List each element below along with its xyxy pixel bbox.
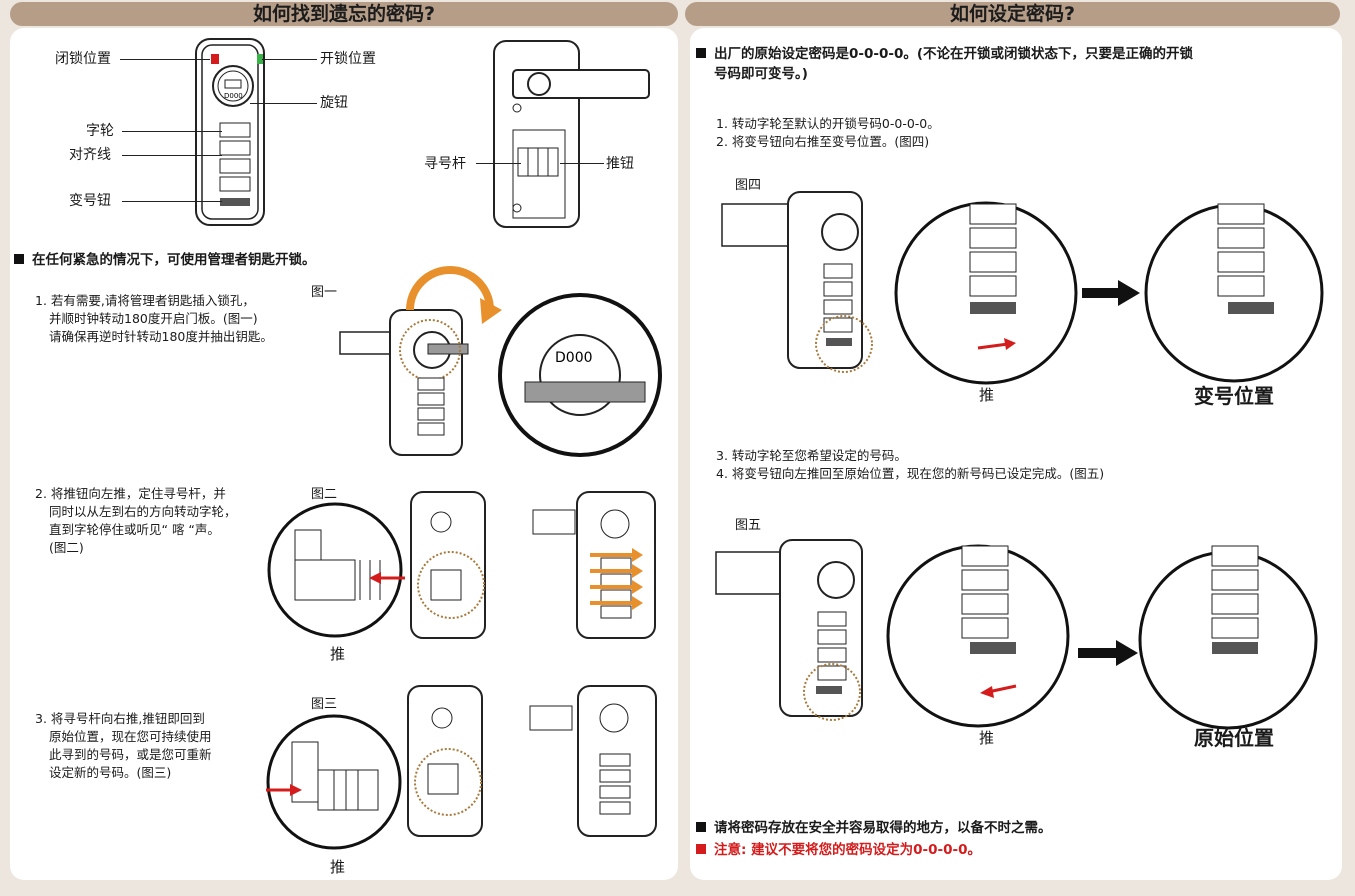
right-panel xyxy=(690,28,1342,880)
figure-1-illustration: D000 xyxy=(339,266,662,457)
left-title: 如何找到遗忘的密码? xyxy=(10,2,678,26)
label-dial: 字轮 xyxy=(86,123,114,139)
leader-line xyxy=(476,163,521,164)
step3-text: 3. 将寻号杆向右推,推钮即回到 原始位置，现在您可持续使用 此寻到的号码，或是… xyxy=(35,711,212,780)
leader-line xyxy=(122,201,222,202)
leader-line xyxy=(120,59,210,60)
label-align-line: 对齐线 xyxy=(69,147,111,163)
figure-5-label: 图五 xyxy=(735,518,762,533)
svg-text:D000: D000 xyxy=(224,92,243,100)
push-label-3: 推 xyxy=(330,858,346,876)
right-title: 如何设定密码? xyxy=(685,2,1340,26)
bullet-square xyxy=(696,844,706,854)
step1-text: 1. 若有需要,请将管理者钥匙插入锁孔， 并顺时钟转动180度开启门板。(图一)… xyxy=(35,293,273,344)
label-push-button: 推钮 xyxy=(606,156,634,172)
emergency-note: 在任何紧急的情况下，可使用管理者钥匙开锁。 xyxy=(14,250,316,270)
step2-text: 2. 将推钮向左推，定住寻号杆，并 同时以从左到右的方向转动字轮， 直到字轮停住… xyxy=(35,486,237,555)
label-finder-rod: 寻号杆 xyxy=(424,156,466,172)
label-knob: 旋钮 xyxy=(320,95,348,111)
figure-3-label: 图三 xyxy=(311,697,338,712)
label-unlock-position: 开锁位置 xyxy=(320,51,376,67)
figure-2-label: 图二 xyxy=(311,487,338,502)
lock-back-diagram xyxy=(493,40,650,228)
label-change-button: 变号钮 xyxy=(69,193,111,209)
warning-note: 注意: 建议不要将您的密码设定为0-0-0-0。 xyxy=(696,840,981,860)
figure-2-illustration xyxy=(267,491,656,639)
figure-4-illustration xyxy=(721,191,1324,385)
svg-text:D000: D000 xyxy=(555,350,593,366)
change-position-label: 变号位置 xyxy=(1194,384,1274,408)
leader-line xyxy=(250,103,317,104)
push-label-5: 推 xyxy=(979,729,995,747)
leader-line xyxy=(560,163,604,164)
original-position-label: 原始位置 xyxy=(1194,726,1274,750)
leader-line xyxy=(262,59,317,60)
steps-3-4: 3. 转动字轮至您希望设定的号码。 4. 将变号钮向左推回至原始位置，现在您的新… xyxy=(716,448,1105,481)
figure-5-illustration xyxy=(715,539,1318,730)
figure-4-label: 图四 xyxy=(735,178,762,193)
storage-note: 请将密码存放在安全并容易取得的地方，以备不时之需。 xyxy=(696,818,1052,838)
lock-front-diagram: D000 xyxy=(195,38,265,226)
label-lock-position: 闭锁位置 xyxy=(55,51,111,67)
intro-note: 出厂的原始设定密码是0-0-0-0。(不论在开锁或闭锁状态下，只要是正确的开锁 … xyxy=(696,44,1193,84)
bullet-square xyxy=(14,254,24,264)
figure-3-illustration xyxy=(266,685,657,850)
push-label-2: 推 xyxy=(330,645,346,663)
leader-line xyxy=(122,131,222,132)
push-label-4: 推 xyxy=(979,386,995,404)
figure-1-label: 图一 xyxy=(311,285,338,300)
steps-1-2: 1. 转动字轮至默认的开锁号码0-0-0-0。 2. 将变号钮向右推至变号位置。… xyxy=(716,116,940,149)
bullet-square xyxy=(696,48,706,58)
bullet-square xyxy=(696,822,706,832)
leader-line xyxy=(122,155,222,156)
